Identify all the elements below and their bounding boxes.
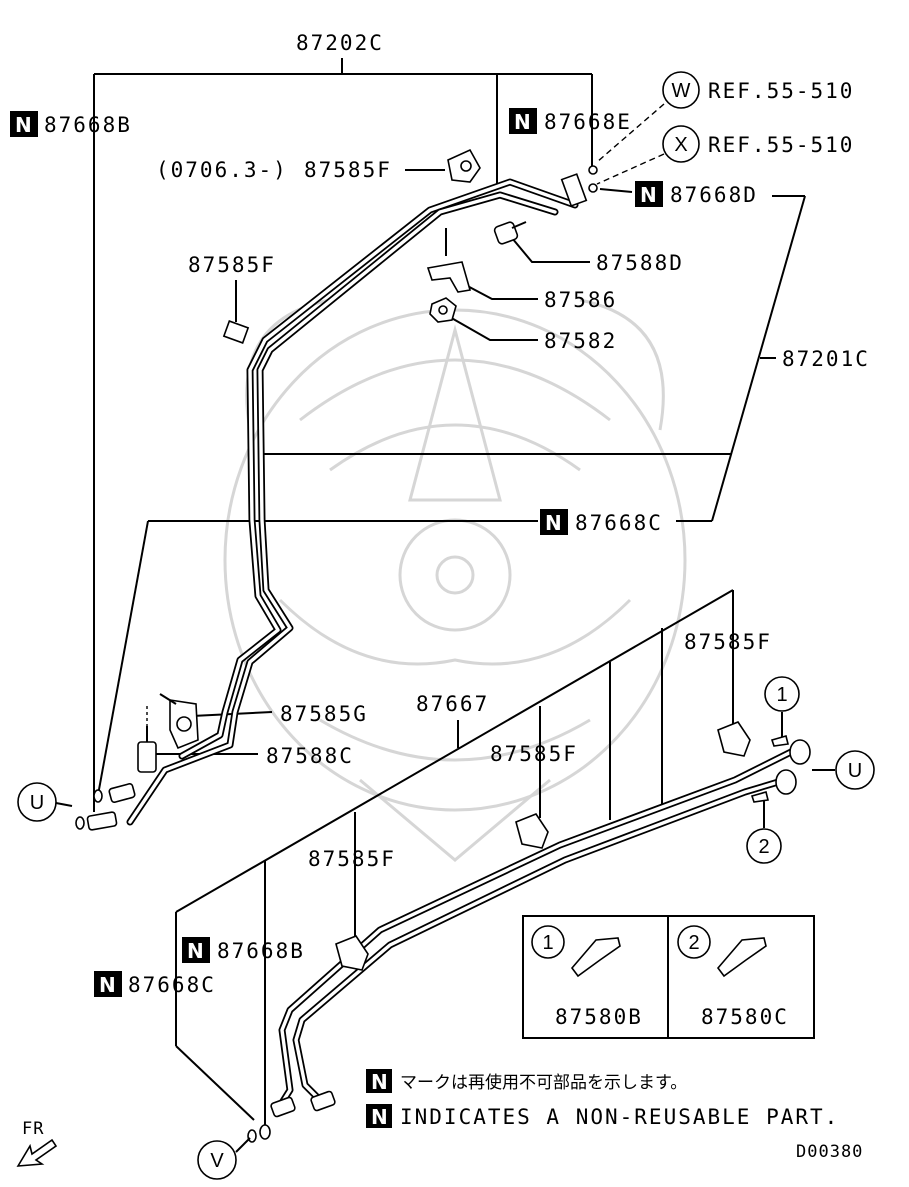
callout-u-right: U bbox=[835, 750, 875, 790]
clip-87580C-icon bbox=[716, 937, 767, 978]
n-badge-87668D: N bbox=[635, 181, 663, 207]
n-mark: N bbox=[99, 973, 116, 997]
n-mark: N bbox=[371, 1070, 388, 1094]
label-87668C-bottom: 87668C bbox=[128, 973, 216, 997]
n-mark: N bbox=[371, 1105, 388, 1129]
n-badge-87668B-bottom: N bbox=[182, 937, 210, 963]
clamp-87585F-center bbox=[515, 813, 549, 849]
inset-2-number: 2 bbox=[688, 932, 699, 954]
label-87201C: 87201C bbox=[782, 347, 870, 371]
label-87588C: 87588C bbox=[266, 744, 354, 768]
ref-w: W REF.55-510 bbox=[662, 71, 854, 109]
n-badge-87668B-top: N bbox=[10, 111, 38, 137]
n-badge-87668C-mid: N bbox=[540, 509, 568, 535]
ref-x-text: REF.55-510 bbox=[708, 133, 854, 157]
label-87668B-bottom: 87668B bbox=[217, 939, 305, 963]
n-mark: N bbox=[640, 183, 657, 207]
legend-english: INDICATES A NON-REUSABLE PART. bbox=[400, 1105, 839, 1129]
fitting-front bbox=[247, 1090, 336, 1143]
watermark-emblem bbox=[223, 298, 687, 862]
pipe-87202C bbox=[126, 191, 559, 826]
ref-x: X REF.55-510 bbox=[662, 125, 854, 163]
clamp-87585F-right bbox=[717, 721, 751, 757]
inset-box: 1 2 87580B 87580C bbox=[522, 915, 815, 1039]
label-87585F-dated: 87585F bbox=[304, 158, 392, 182]
fr-direction-arrow: FR bbox=[16, 1119, 58, 1167]
bolt-87588D bbox=[493, 221, 527, 245]
label-87585F-center: 87585F bbox=[490, 742, 578, 766]
leader-lines bbox=[55, 58, 835, 1128]
label-87586: 87586 bbox=[544, 288, 617, 312]
fr-label: FR bbox=[22, 1119, 44, 1139]
callout-2: 2 bbox=[746, 828, 782, 864]
ref-w-letter: W bbox=[672, 80, 691, 102]
bracket-87586 bbox=[426, 261, 472, 293]
clamp-87585G bbox=[159, 693, 199, 750]
diagram-code: D00380 bbox=[796, 1142, 863, 1162]
label-87202C: 87202C bbox=[296, 31, 384, 55]
label-87668E: 87668E bbox=[544, 110, 632, 134]
label-87580B: 87580B bbox=[555, 1005, 643, 1029]
clip-87580B-icon bbox=[570, 937, 621, 978]
callout-v: V bbox=[197, 1137, 251, 1180]
pipe-87667 bbox=[276, 746, 799, 1110]
label-87585F-left: 87585F bbox=[188, 253, 276, 277]
label-87585F-dated-prefix: (0706.3-) bbox=[156, 158, 288, 182]
n-mark: N bbox=[545, 511, 562, 535]
ref-x-letter: X bbox=[674, 134, 687, 156]
label-87585G: 87585G bbox=[280, 702, 368, 726]
bolt-87588C bbox=[137, 706, 157, 773]
fitting-right bbox=[750, 735, 811, 803]
fitting-left-rear bbox=[75, 783, 136, 831]
nut-87582 bbox=[429, 297, 457, 323]
inset-1-number: 1 bbox=[542, 932, 553, 954]
clamp-87585F-top bbox=[447, 148, 481, 183]
n-badge-87668C-bottom: N bbox=[94, 971, 122, 997]
label-87585F-right: 87585F bbox=[684, 630, 772, 654]
callout-1-number: 1 bbox=[776, 684, 787, 706]
clamp-87585F-lower bbox=[335, 935, 369, 971]
label-87668D: 87668D bbox=[670, 183, 758, 207]
n-badge-87668E: N bbox=[509, 108, 537, 134]
callout-2-number: 2 bbox=[758, 836, 769, 858]
callout-u-left: U bbox=[17, 782, 57, 822]
label-87582: 87582 bbox=[544, 329, 617, 353]
callout-u-left-letter: U bbox=[30, 792, 44, 814]
pipe-87201C bbox=[178, 178, 579, 760]
legend-japanese: マークは再使用不可部品を示します。 bbox=[400, 1072, 687, 1093]
callout-1: 1 bbox=[764, 676, 800, 712]
label-87668C-mid: 87668C bbox=[575, 511, 663, 535]
label-87580C: 87580C bbox=[701, 1005, 789, 1029]
label-87585F-lower: 87585F bbox=[308, 847, 396, 871]
legend: N マークは再使用不可部品を示します。 N INDICATES A NON-RE… bbox=[366, 1069, 839, 1129]
label-87667: 87667 bbox=[416, 692, 489, 716]
label-87668B-top: 87668B bbox=[44, 113, 132, 137]
callout-u-right-letter: U bbox=[848, 760, 862, 782]
n-mark: N bbox=[514, 110, 531, 134]
n-mark: N bbox=[15, 113, 32, 137]
label-87588D: 87588D bbox=[596, 251, 684, 275]
ref-w-text: REF.55-510 bbox=[708, 79, 854, 103]
clamp-87585F-left bbox=[222, 320, 250, 344]
callout-v-letter: V bbox=[210, 1150, 224, 1172]
flange-fitting-top bbox=[560, 165, 598, 207]
arrow-icon bbox=[16, 1138, 58, 1167]
n-mark: N bbox=[187, 939, 204, 963]
